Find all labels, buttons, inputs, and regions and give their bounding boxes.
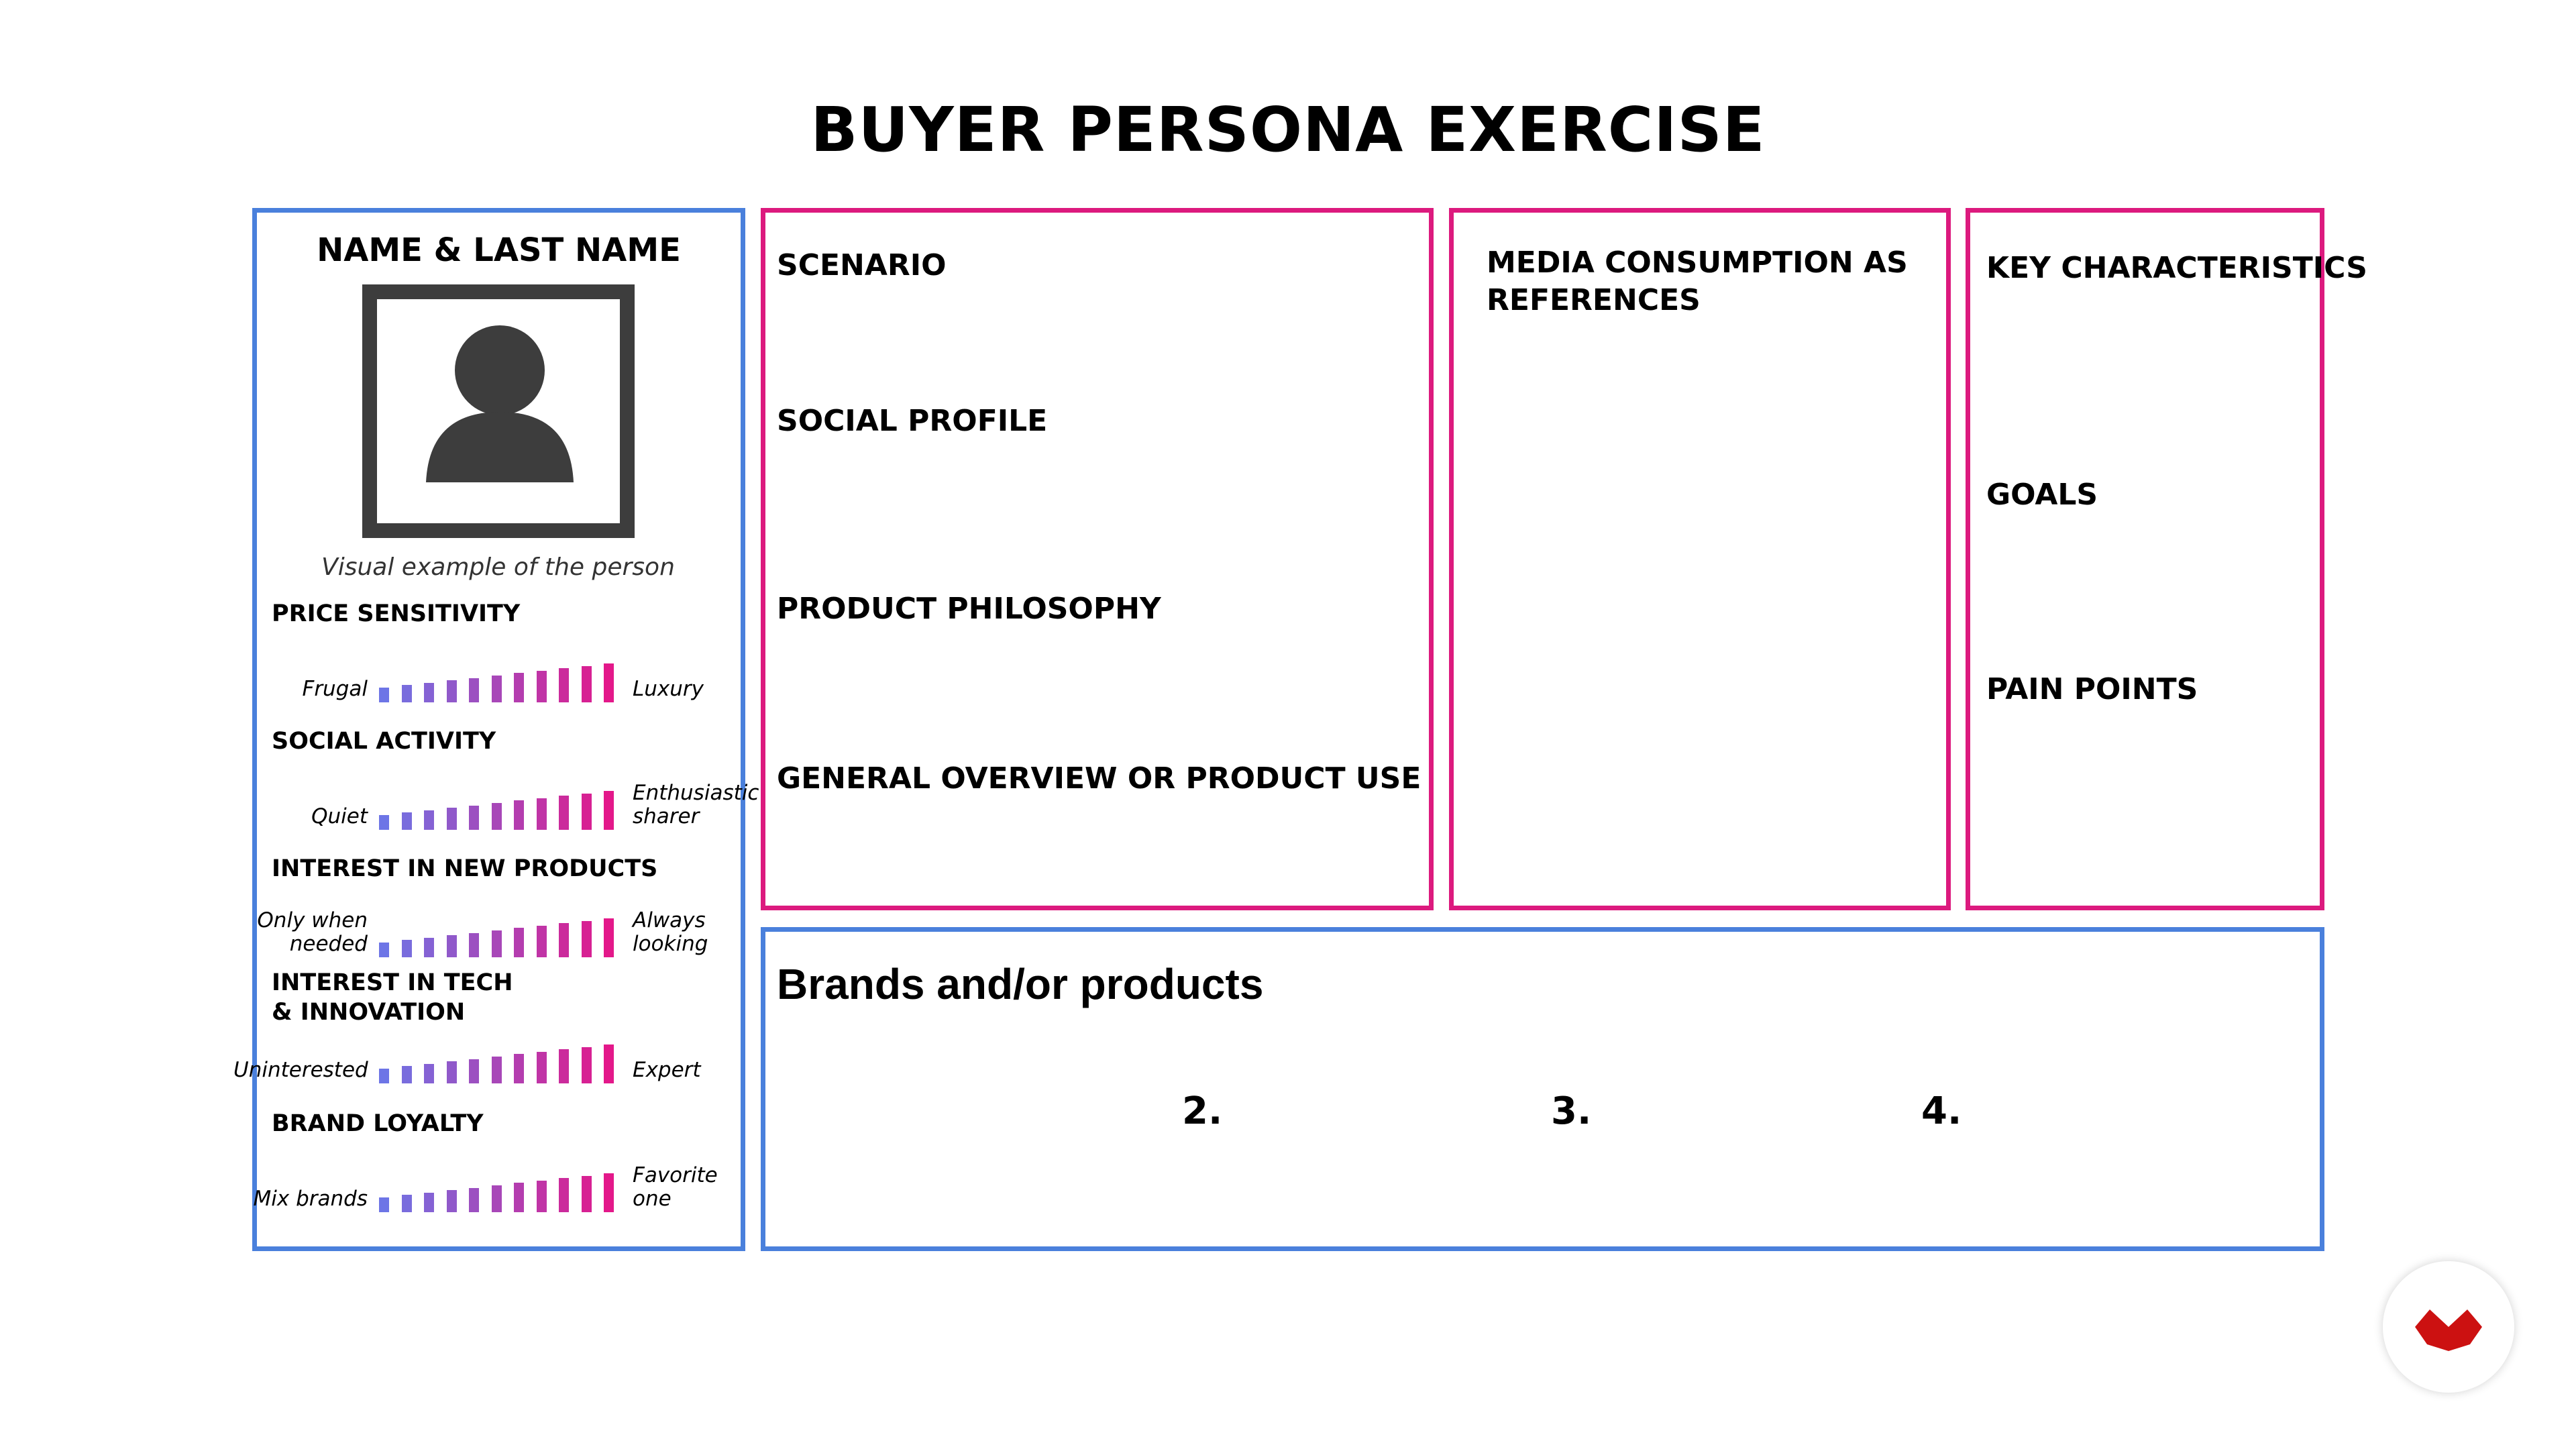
scale-bar (559, 668, 569, 702)
scale-bar (491, 1185, 502, 1212)
scale-bar (424, 683, 434, 702)
scale-bar (379, 1069, 389, 1083)
scale-bars (379, 790, 621, 830)
scale-bar (401, 940, 412, 957)
brands-panel (761, 927, 2324, 1251)
brand-item-2: 2. (1182, 1089, 1223, 1133)
scale-left-end: Quiet (311, 804, 368, 828)
pain-points-heading: PAIN POINTS (1986, 672, 2198, 706)
brands-title: Brands and/or products (777, 960, 1264, 1008)
product-philosophy-heading: PRODUCT PHILOSOPHY (777, 592, 1161, 626)
scale-label: INTEREST IN TECH & INNOVATION (272, 969, 513, 1026)
scale-bar (559, 923, 569, 957)
scale-bar (559, 1178, 569, 1212)
scale-bar (401, 685, 412, 702)
brand-item-4: 4. (1921, 1089, 1962, 1133)
scale-bar (514, 928, 524, 957)
scale-left-end: Uninterested (233, 1058, 368, 1082)
scale-bar (379, 688, 389, 702)
scale-label: PRICE SENSITIVITY (272, 600, 521, 627)
scale-bar (559, 796, 569, 830)
scale-right-end: Always looking (633, 908, 708, 956)
scale-bar (604, 1044, 614, 1083)
scale-bar (401, 1195, 412, 1212)
scale-bar (604, 918, 614, 957)
scale-bar (469, 1059, 479, 1083)
scale-bars (379, 1172, 621, 1212)
scale-label: BRAND LOYALTY (272, 1110, 484, 1137)
scale-bar (491, 676, 502, 702)
scale-bar (536, 926, 547, 957)
scale-bar (604, 663, 614, 702)
scale-bar (514, 1054, 524, 1083)
scale-bars (379, 662, 621, 702)
key-characteristics-heading: KEY CHARACTERISTICS (1986, 251, 2367, 285)
scale-bar (581, 1176, 592, 1212)
scale-bar (559, 1049, 569, 1083)
scale-bar (469, 933, 479, 957)
scale-bar (536, 798, 547, 830)
scenario-heading: SCENARIO (777, 248, 947, 282)
person-avatar-icon (362, 284, 635, 538)
brand-logo-icon (2415, 1309, 2482, 1351)
scale-bar (469, 678, 479, 702)
scale-bar (424, 1064, 434, 1083)
scale-label: INTEREST IN NEW PRODUCTS (272, 855, 658, 882)
profile-panel (252, 208, 745, 1251)
scale-bar (581, 921, 592, 957)
scale-bar (379, 815, 389, 830)
scale-right-end: Enthusiastic sharer (633, 781, 759, 828)
scale-bar (491, 803, 502, 830)
scale-bars (379, 917, 621, 957)
scale-bar (446, 935, 457, 957)
scale-bar (604, 791, 614, 830)
key-characteristics-panel (1966, 208, 2324, 910)
scale-bar (401, 1066, 412, 1083)
photo-caption: Visual example of the person (321, 553, 675, 581)
social-profile-heading: SOCIAL PROFILE (777, 404, 1048, 438)
scale-bar (604, 1173, 614, 1212)
brand-item-3: 3. (1551, 1089, 1592, 1133)
name-heading: NAME & LAST NAME (317, 231, 681, 269)
scale-bar (581, 1047, 592, 1083)
scale-bar (514, 800, 524, 830)
scale-bar (446, 1190, 457, 1212)
scale-bar (514, 1183, 524, 1212)
scenario-panel (761, 208, 1434, 910)
scale-bar (536, 671, 547, 702)
scale-bar (491, 930, 502, 957)
scale-right-end: Expert (633, 1058, 701, 1082)
scale-bar (446, 680, 457, 702)
scale-left-end: Mix brands (253, 1187, 368, 1211)
scale-bar (581, 794, 592, 830)
scale-bar (581, 666, 592, 702)
scale-bar (446, 1061, 457, 1083)
scale-bar (424, 938, 434, 957)
scale-bar (469, 806, 479, 830)
scale-right-end: Luxury (633, 677, 704, 701)
scale-label: SOCIAL ACTIVITY (272, 728, 496, 755)
scale-bar (379, 1197, 389, 1212)
scale-right-end: Favorite one (633, 1163, 718, 1211)
scale-bar (424, 810, 434, 830)
media-panel (1449, 208, 1951, 910)
scale-bar (424, 1193, 434, 1212)
scale-bar (401, 812, 412, 830)
general-overview-heading: GENERAL OVERVIEW OR PRODUCT USE (777, 761, 1421, 796)
logo-badge[interactable] (2383, 1261, 2514, 1393)
scale-bar (491, 1057, 502, 1083)
scale-bar (379, 943, 389, 957)
goals-heading: GOALS (1986, 478, 2098, 512)
scale-left-end: Only when needed (257, 908, 368, 956)
media-heading: MEDIA CONSUMPTION AS REFERENCES (1487, 246, 1908, 317)
scale-bars (379, 1043, 621, 1083)
scale-left-end: Frugal (302, 677, 368, 701)
page-title: BUYER PERSONA EXERCISE (810, 94, 1766, 166)
scale-bar (536, 1052, 547, 1083)
scale-bar (446, 808, 457, 830)
scale-bar (469, 1188, 479, 1212)
scale-bar (536, 1181, 547, 1212)
scale-bar (514, 673, 524, 702)
